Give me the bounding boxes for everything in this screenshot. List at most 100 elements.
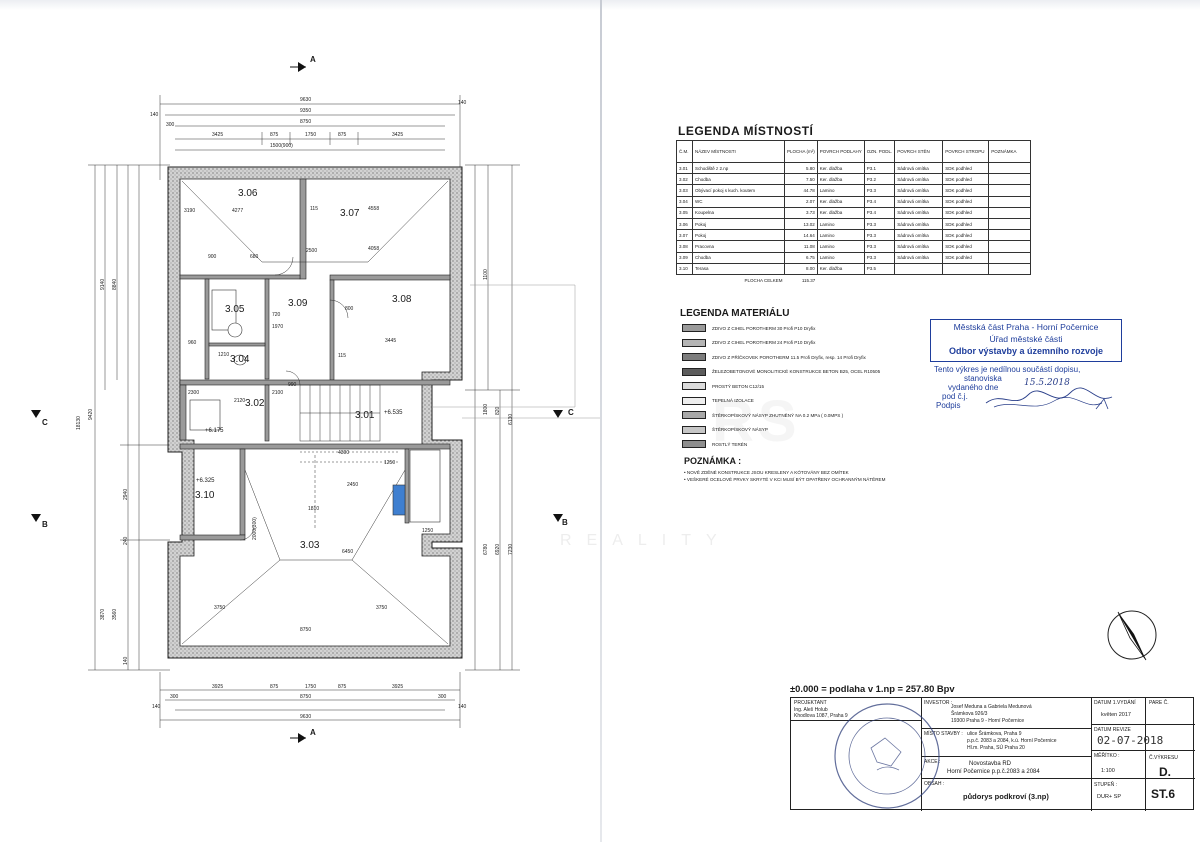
dim-label: 3445 bbox=[385, 338, 397, 344]
dim-label: 9420 bbox=[88, 408, 94, 420]
dim-label: 9630 bbox=[300, 97, 312, 103]
dim-label: 1750 bbox=[305, 132, 317, 138]
dim-label: 875 bbox=[270, 132, 279, 138]
section-marks bbox=[31, 62, 563, 743]
table-cell: P3.3 bbox=[863, 240, 896, 253]
roof-lines bbox=[181, 180, 449, 645]
table-cell: P3.4 bbox=[863, 206, 896, 219]
table-cell: SDK podhled bbox=[942, 195, 990, 208]
dim-label: 2940 bbox=[123, 488, 129, 500]
dim-label: 140 bbox=[152, 704, 161, 710]
total-label: PLOCHA CELKEM bbox=[744, 277, 783, 283]
level-mark: +6.325 bbox=[196, 478, 215, 484]
drawing-section: D. bbox=[1159, 765, 1171, 779]
section-c-right-label: C bbox=[568, 408, 574, 417]
stairs bbox=[299, 384, 400, 463]
room-label: 3.01 bbox=[355, 410, 375, 421]
material-swatch bbox=[682, 367, 706, 376]
dim-label: 240 bbox=[123, 536, 129, 545]
dim-label: 9630 bbox=[300, 714, 312, 720]
table-cell: 3.02 bbox=[676, 173, 693, 186]
municipal-stamp: Městská část Praha - Horní Počernice Úřa… bbox=[930, 319, 1122, 412]
dim-label: 3425 bbox=[212, 132, 224, 138]
material-label: ROSTLÝ TERÉN bbox=[712, 441, 748, 447]
table-cell: 3.06 bbox=[676, 217, 693, 231]
table-cell: Terasa bbox=[692, 262, 785, 275]
dim-label: 1250 bbox=[422, 528, 434, 534]
dim-label: 1970 bbox=[272, 324, 284, 330]
scale-value: 1:100 bbox=[1101, 768, 1115, 774]
table-cell: 6.75 bbox=[784, 251, 818, 264]
table-cell: SDK podhled bbox=[942, 217, 990, 231]
dim-label: 140 bbox=[150, 112, 159, 118]
table-cell: 13.02 bbox=[784, 217, 818, 231]
obsah-label: OBSAH : bbox=[924, 781, 945, 787]
table-cell: Ker. dlažba bbox=[816, 206, 865, 219]
table-cell: 3.04 bbox=[676, 195, 693, 208]
table-cell bbox=[988, 229, 1032, 242]
table-cell bbox=[988, 184, 1032, 197]
dim-label: 1210 bbox=[218, 352, 230, 358]
material-item: ROSTLÝ TERÉN bbox=[682, 440, 747, 448]
table-cell: SDK podhled bbox=[942, 240, 990, 253]
dim-label: 1810 bbox=[308, 506, 320, 512]
left-dimension-lines bbox=[88, 164, 170, 671]
table-cell bbox=[988, 206, 1032, 219]
copy-label: PARE Č. bbox=[1149, 700, 1169, 706]
table-cell: P3.4 bbox=[863, 195, 896, 208]
table-cell: Sádrová omítka bbox=[894, 161, 944, 175]
handwritten-date: 15.5.2018 bbox=[1024, 378, 1070, 388]
note-line: • NOVĚ ZDĚNÉ KONSTRUKCE JSOU KRESLENY A … bbox=[684, 470, 849, 475]
table-cell: 2.07 bbox=[784, 195, 818, 208]
legend-title: LEGENDA MÍSTNOSTÍ bbox=[678, 124, 814, 138]
stamp-line: Úřad městské části bbox=[989, 334, 1063, 344]
material-label: TEPELNÁ IZOLACE bbox=[712, 398, 754, 403]
table-cell: 11.08 bbox=[784, 240, 818, 253]
table-cell bbox=[988, 173, 1032, 186]
material-item: TEPELNÁ IZOLACE bbox=[682, 396, 754, 405]
table-cell: Ker. dlažba bbox=[816, 262, 865, 275]
table-cell: WC bbox=[692, 195, 785, 208]
material-item: ZDIVO Z CIHEL POROTHERM 30 Profi P10 Dry… bbox=[682, 324, 815, 332]
investor-line: 19300 Praha 9 - Horní Počernice bbox=[951, 718, 1025, 724]
watermark-text: REALITY bbox=[560, 532, 732, 549]
material-swatch bbox=[682, 396, 706, 405]
watermark-logo: RS bbox=[712, 389, 801, 454]
table-cell: SDK podhled bbox=[942, 229, 990, 242]
stamp-line: Odbor výstavby a územního rozvoje bbox=[948, 346, 1104, 356]
table-cell bbox=[988, 251, 1032, 264]
site-line: p.p.č. 2083 a 2084, k.ú. Horní Počernice bbox=[967, 738, 1057, 744]
table-cell: SDK podhled bbox=[942, 173, 990, 186]
stage-value: DUR+ SP bbox=[1097, 794, 1121, 800]
dim-label: 6450 bbox=[342, 549, 354, 555]
room-label: 3.06 bbox=[238, 188, 258, 199]
room-label: 3.04 bbox=[230, 354, 250, 365]
material-label: ŽELEZOBETONOVÉ MONOLITICKÉ KONSTRUKCE BE… bbox=[712, 369, 881, 374]
column-header: POZNÁMKA bbox=[988, 140, 1032, 163]
table-cell: P3.3 bbox=[863, 217, 896, 231]
drawing-content: půdorys podkroví (3.np) bbox=[963, 792, 1049, 801]
dim-label: 3925 bbox=[392, 684, 404, 690]
dim-label: 6780 bbox=[483, 543, 489, 555]
projektant-address: Khodlova 1087, Praha 9 bbox=[794, 713, 848, 719]
material-item: PROSTÝ BETON C12/15 bbox=[682, 382, 764, 390]
column-header: POVRCH STROPU bbox=[942, 140, 990, 163]
dim-label: 2500 bbox=[306, 248, 318, 254]
drawing-number: ST.6 bbox=[1151, 787, 1176, 801]
paper-fold bbox=[600, 0, 602, 842]
title-block: PROJEKTANT Ing. Aleš Holub Khodlova 1087… bbox=[790, 697, 1195, 811]
table-cell: Lamino bbox=[816, 251, 865, 264]
total-value: 115.37 bbox=[801, 277, 816, 283]
table-cell: Schodiště z 2.np bbox=[692, 161, 785, 175]
table-cell: 7.50 bbox=[784, 173, 818, 186]
dim-label: 115 bbox=[338, 353, 346, 359]
engineer-seal bbox=[834, 703, 940, 809]
table-cell: Sádrová omítka bbox=[894, 240, 944, 253]
table-cell: 3.10 bbox=[676, 262, 693, 275]
